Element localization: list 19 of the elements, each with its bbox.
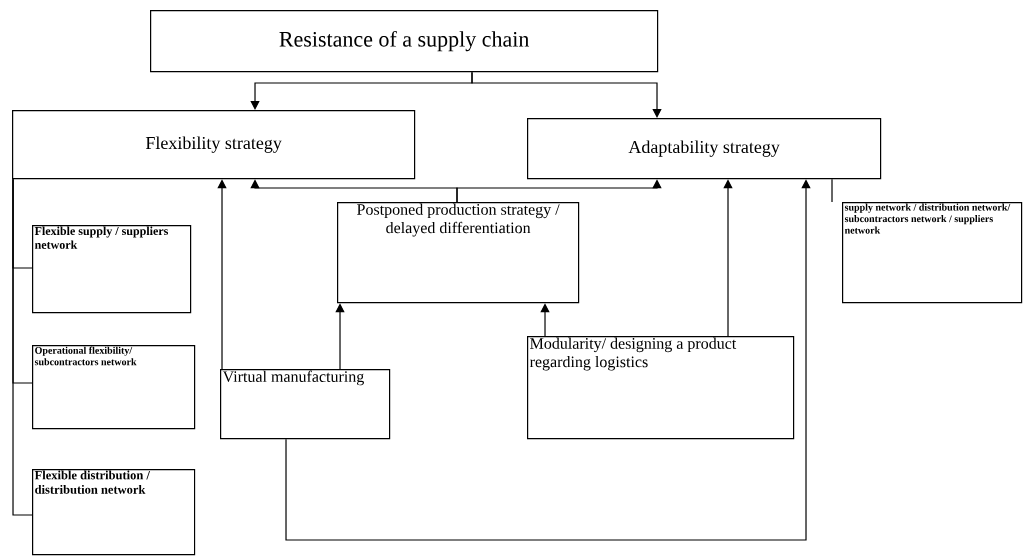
process-box: Modularity/ designing a product regarding logistics [527,336,795,440]
strategy-box: Adaptability strategy [527,118,882,180]
network-box: supply network / distribution network/ subcontractors network / suppliers network [842,202,1023,304]
network-box: Flexible distribution / distribution network [32,469,196,556]
process-box: Virtual manufacturing [220,369,391,440]
network-box: Operational flexibility/ subcontractors network [32,345,196,430]
arrow [456,179,662,203]
network-box: Flexible supply / suppliers network [32,225,192,314]
connector-line [831,178,833,203]
arrow [335,303,345,370]
connector-line [12,178,33,516]
arrow [285,179,811,541]
title-box: Resistance of a supply chain [150,10,659,73]
arrow [723,179,733,337]
arrow [217,179,227,370]
arrow [471,71,662,118]
arrow [540,303,550,337]
process-box: Postponed production strategy / delayed differentiation [337,202,580,304]
strategy-box: Flexibility strategy [12,110,416,180]
